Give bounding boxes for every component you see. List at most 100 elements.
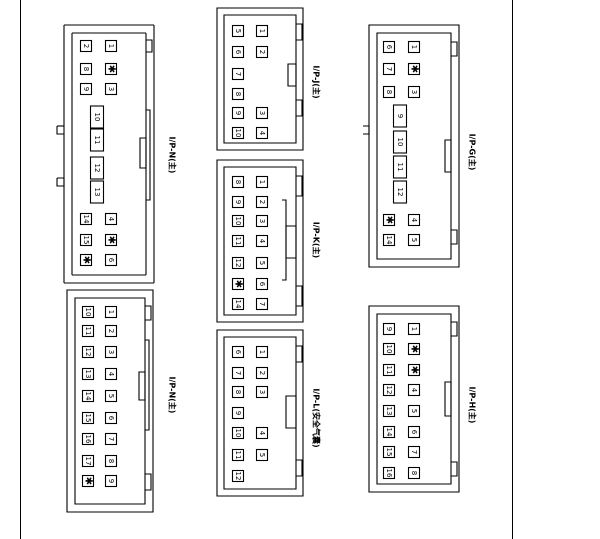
- pin-box: [81, 389, 95, 403]
- pin-number: 3: [258, 219, 266, 223]
- pin-box: [407, 445, 421, 459]
- pin-box: [255, 426, 269, 440]
- pin-box: [407, 425, 421, 439]
- pin-box: [104, 345, 118, 359]
- pin-cell: 10: [81, 305, 95, 319]
- pin-number: 14: [234, 300, 242, 309]
- pin-cell: 12: [392, 180, 408, 204]
- pin-cell: 6: [382, 40, 396, 54]
- pin-cell: 6: [231, 45, 245, 59]
- pin-star-mark: ✱: [233, 280, 244, 288]
- pin-number: 1: [258, 350, 266, 354]
- connector-housing-outline: [451, 461, 458, 477]
- pin-number: 1: [107, 44, 115, 48]
- pin-cell: 3: [104, 82, 118, 96]
- connector-housing-outline: [296, 345, 303, 363]
- pin-box: [255, 195, 269, 209]
- connector-housing-outline: [216, 7, 304, 151]
- pin-number: 2: [107, 329, 115, 333]
- pin-cell: 11: [392, 155, 408, 179]
- pin-box: [407, 85, 421, 99]
- pin-cell: 14: [382, 233, 396, 247]
- pin-number: 13: [93, 188, 101, 197]
- pin-cell: 5: [255, 448, 269, 462]
- pin-number: 7: [107, 437, 115, 441]
- connector-housing-outline: [223, 14, 297, 144]
- pin-cell: 4: [255, 426, 269, 440]
- pin-box: [231, 385, 245, 399]
- pin-cell: 7: [104, 432, 118, 446]
- pin-number: 4: [107, 217, 115, 222]
- pin-number: 12: [93, 164, 101, 173]
- pin-number: 2: [258, 371, 266, 375]
- pin-box: [382, 404, 396, 418]
- connector-name-label: I/P-L(安全气囊): [312, 388, 322, 447]
- pin-number: 9: [82, 87, 90, 91]
- pin-cell: 1: [104, 305, 118, 319]
- connector-housing-outline: [296, 285, 303, 307]
- connector-housing-outline: [216, 329, 304, 497]
- pin-cell: 8: [231, 385, 245, 399]
- pin-box: [382, 233, 396, 247]
- pin-number: 17: [84, 457, 92, 466]
- pin-number: 10: [234, 217, 242, 226]
- pin-box: [255, 256, 269, 270]
- pin-box: [231, 214, 245, 228]
- connector-housing-outline: [145, 473, 152, 491]
- pin-number: 6: [107, 416, 115, 421]
- pin-number: 2: [82, 44, 90, 48]
- pin-cell: 6: [104, 411, 118, 425]
- pin-number: 6: [385, 45, 393, 50]
- right-frame-line: [512, 0, 513, 539]
- pin-box: [104, 454, 118, 468]
- pin-box: [104, 474, 118, 488]
- connector-housing-outline: [296, 175, 303, 197]
- pin-cell: ✱: [81, 474, 95, 488]
- pin-cell: 12: [382, 383, 396, 397]
- pin-number: 11: [93, 136, 101, 145]
- pin-number: 1: [258, 180, 266, 184]
- pin-box: [382, 62, 396, 76]
- pin-box: [382, 85, 396, 99]
- pin-box: [79, 212, 93, 226]
- pin-cell: 1: [255, 175, 269, 189]
- pin-number: 3: [107, 350, 115, 354]
- pin-cell: 9: [392, 104, 408, 128]
- pin-number: 13: [84, 370, 92, 379]
- connector-housing-outline: [296, 99, 303, 117]
- pin-cell: 11: [231, 234, 245, 248]
- pin-box: [392, 104, 408, 128]
- pin-box: [255, 448, 269, 462]
- pin-number: 11: [385, 366, 393, 375]
- pin-number: 8: [410, 471, 418, 475]
- pin-box: [407, 322, 421, 336]
- pin-cell: 2: [255, 195, 269, 209]
- pin-number: 1: [107, 310, 115, 314]
- pin-cell: ✱: [104, 62, 118, 76]
- connector-name-label: I/P-H(主): [468, 387, 478, 424]
- pin-number: 7: [234, 371, 242, 375]
- pin-cell: 2: [79, 39, 93, 53]
- pin-number: 11: [234, 451, 242, 460]
- pin-number: 10: [234, 129, 242, 138]
- pin-cell: ✱: [79, 253, 93, 267]
- pin-cell: ✱: [104, 233, 118, 247]
- connector-housing-outline: [56, 126, 64, 135]
- pin-number: 12: [396, 188, 404, 197]
- pin-box: [382, 383, 396, 397]
- pin-box: [104, 233, 118, 247]
- pin-cell: 3: [255, 106, 269, 120]
- pin-number: 9: [107, 479, 115, 483]
- pin-number: 13: [385, 407, 393, 416]
- pin-cell: 5: [231, 24, 245, 38]
- connector-name-label: I/P-G(主): [468, 134, 478, 171]
- pin-number: 8: [107, 459, 115, 463]
- pin-cell: 1: [255, 24, 269, 38]
- pin-cell: 1: [407, 322, 421, 336]
- pin-number: 5: [258, 261, 266, 265]
- pin-star-mark: ✱: [409, 65, 420, 73]
- pin-box: [231, 67, 245, 81]
- pin-cell: 2: [255, 45, 269, 59]
- pin-box: [231, 195, 245, 209]
- pin-box: [104, 324, 118, 338]
